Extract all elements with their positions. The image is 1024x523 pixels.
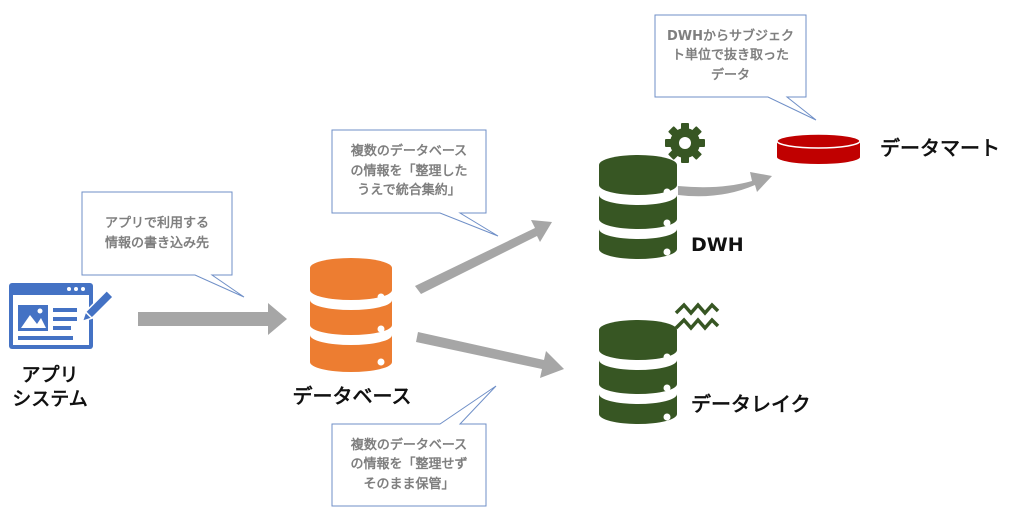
callout-lake-line: 複数のデータベース — [350, 437, 468, 453]
database-cylinder-icon — [310, 258, 392, 372]
callout-mart-line: DWHからサブジェク — [666, 28, 794, 44]
callout-dwh-line: うえで統合集約」 — [357, 183, 461, 199]
app-system-label: アプリ システム — [0, 364, 100, 412]
datamart-cylinder-icon — [776, 133, 861, 164]
datalake-label: データレイク — [691, 392, 811, 416]
callout-dwh-line: の情報を「整理した — [350, 163, 468, 179]
callout-app-line: アプリで利用する — [104, 216, 209, 231]
callout-lake-line: の情報を「整理せず — [350, 457, 468, 473]
callout-lake-line: そのまま保管」 — [363, 476, 455, 492]
callout-app-line: 情報の書き込み先 — [104, 235, 209, 251]
callout-mart-text: DWHからサブジェク ト単位で抜き取った データ — [655, 15, 806, 97]
gear-icon — [665, 123, 705, 163]
wave-icon — [674, 302, 720, 331]
app-system-label-line2: システム — [12, 387, 88, 410]
callout-lake — [331, 385, 497, 507]
datalake-cylinder-icon — [599, 320, 677, 424]
arrow-database-to-datalake — [416, 332, 564, 378]
callout-dwh-line: 複数のデータベース — [350, 144, 468, 160]
app-window-icon — [9, 283, 115, 349]
callout-app — [81, 191, 245, 298]
app-system-label-line1: アプリ — [21, 364, 79, 386]
callout-mart — [654, 14, 817, 121]
dwh-label: DWH — [691, 234, 744, 256]
callout-dwh — [331, 129, 499, 237]
callout-mart-line: データ — [710, 67, 750, 83]
dwh-cylinder-icon — [599, 155, 677, 259]
arrow-app-to-database — [138, 303, 287, 335]
database-label: データベース — [292, 384, 412, 408]
callout-app-text: アプリで利用する 情報の書き込み先 — [82, 192, 232, 275]
arrow-database-to-dwh — [415, 220, 552, 294]
datamart-label: データマート — [880, 136, 1000, 160]
callout-lake-text: 複数のデータベース の情報を「整理せず そのまま保管」 — [332, 424, 486, 506]
callout-dwh-text: 複数のデータベース の情報を「整理した うえで統合集約」 — [332, 130, 486, 213]
pencil-icon — [81, 289, 115, 323]
arrow-dwh-to-datamart — [678, 172, 772, 197]
callout-mart-line: ト単位で抜き取った — [671, 48, 789, 64]
